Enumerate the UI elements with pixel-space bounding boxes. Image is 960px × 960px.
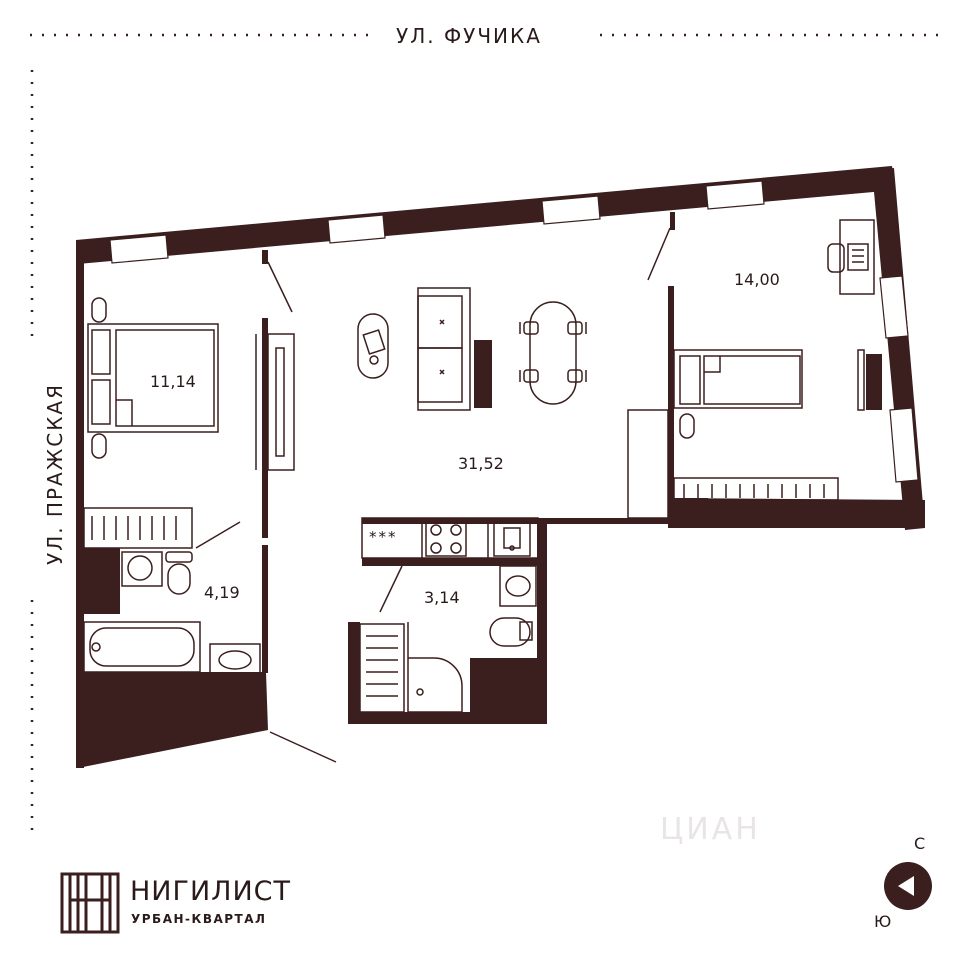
room-area-bathroom: 4,19 — [204, 583, 240, 602]
door-swings — [195, 227, 671, 763]
street-guide-lines — [30, 33, 940, 830]
wall-pillar-right — [668, 498, 708, 520]
windows-east — [879, 275, 919, 483]
windows-north — [109, 180, 765, 264]
interior-walls — [84, 212, 675, 714]
street-label-west: УЛ. ПРАЖСКАЯ — [43, 372, 68, 576]
bed-left — [87, 297, 219, 459]
wc-fixtures — [359, 565, 537, 713]
bed-right — [673, 219, 875, 439]
kitchen — [361, 517, 539, 559]
stove-marker: *** — [369, 528, 398, 546]
compass-icon — [884, 862, 932, 910]
watermark: ЦИАН — [660, 812, 761, 847]
radiator-right — [673, 477, 839, 501]
logo-name: НИГИЛИСТ — [130, 876, 292, 907]
tv-stand — [866, 354, 882, 410]
logo-mark-icon — [60, 872, 120, 934]
room-area-bedroom-left: 11,14 — [150, 372, 196, 391]
compass-north-label: С — [914, 834, 926, 853]
room-area-living-room: 31,52 — [458, 454, 504, 473]
wardrobe-left — [255, 333, 295, 471]
compass-south-label: Ю — [874, 912, 892, 931]
room-area-bedroom-right: 14,00 — [734, 270, 780, 289]
radiator-left — [83, 507, 193, 549]
living-furniture — [357, 287, 669, 519]
logo-subtitle: УРБАН-КВАРТАЛ — [131, 912, 267, 926]
bathroom-fixtures — [83, 551, 261, 675]
street-label-north: УЛ. ФУЧИКА — [388, 24, 550, 48]
room-area-wc: 3,14 — [424, 588, 460, 607]
